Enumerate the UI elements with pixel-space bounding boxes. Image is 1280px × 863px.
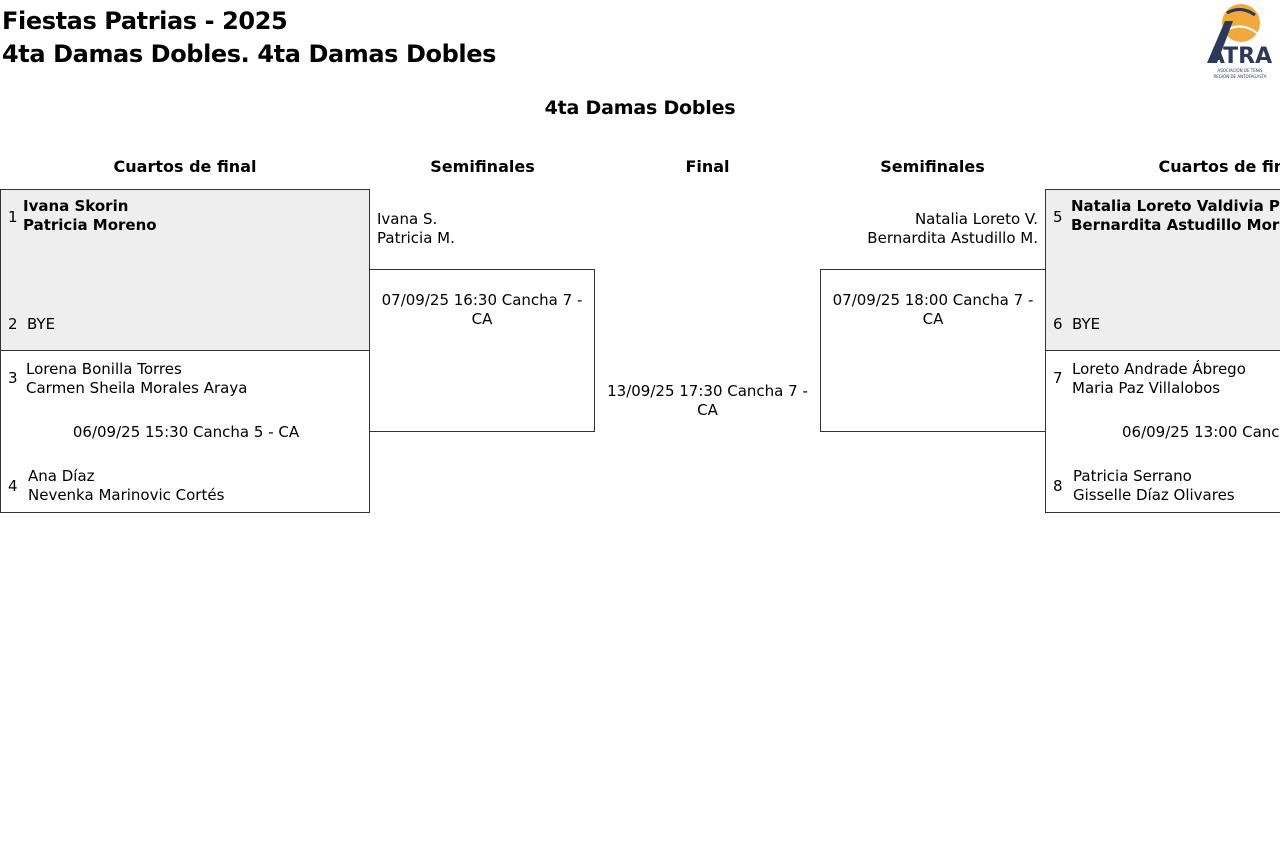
atra-logo: ATRA ASOCIACIÓN DE TENIS REGIÓN DE ANTOF… bbox=[1207, 4, 1272, 79]
round-header-right-sf: Semifinales bbox=[880, 157, 985, 176]
player-name: Patricia M. bbox=[377, 229, 455, 247]
player-name: Ivana Skorin bbox=[23, 197, 129, 215]
seed-number: 1 bbox=[8, 208, 18, 226]
seed-number: 7 bbox=[1053, 369, 1063, 387]
match-right-sf[interactable]: 07/09/25 18:00 Cancha 7 - CA bbox=[820, 269, 1046, 432]
seed-number: 6 bbox=[1053, 315, 1063, 333]
bracket-title: 4ta Damas Dobles bbox=[544, 97, 736, 119]
seed-number: 3 bbox=[8, 369, 18, 387]
round-header-final: Final bbox=[685, 157, 730, 176]
round-header-right-qf: Cuartos de final bbox=[1158, 157, 1280, 176]
player-name: Natalia Loreto Valdivia Pomo bbox=[1071, 197, 1280, 215]
player-name: Lorena Bonilla Torres bbox=[26, 360, 182, 378]
team-7: Loreto Andrade Ábrego Maria Paz Villalob… bbox=[1072, 360, 1246, 398]
seed-number: 4 bbox=[8, 477, 18, 495]
match-right-qf1[interactable]: 5 Natalia Loreto Valdivia Pomo Bernardit… bbox=[1045, 189, 1280, 351]
player-name: Loreto Andrade Ábrego bbox=[1072, 360, 1246, 378]
match-left-sf[interactable]: 07/09/25 16:30 Cancha 7 - CA bbox=[369, 269, 595, 432]
tournament-title: Fiestas Patrias - 2025 bbox=[2, 7, 288, 35]
round-header-left-qf: Cuartos de final bbox=[113, 157, 257, 176]
svg-text:ASOCIACIÓN DE TENIS: ASOCIACIÓN DE TENIS bbox=[1217, 68, 1262, 73]
left-sf-team: Ivana S. Patricia M. bbox=[377, 210, 455, 248]
player-name: Bernardita Astudillo Morales bbox=[1071, 216, 1280, 234]
player-name: Ana Díaz bbox=[28, 467, 95, 485]
player-name: Patricia Moreno bbox=[23, 216, 157, 234]
match-schedule: 07/09/25 18:00 Cancha 7 - CA bbox=[832, 291, 1034, 328]
match-schedule: 06/09/25 15:30 Cancha 5 - CA bbox=[72, 423, 300, 441]
player-name: Nevenka Marinovic Cortés bbox=[28, 486, 225, 504]
category-title: 4ta Damas Dobles. 4ta Damas Dobles bbox=[2, 40, 496, 68]
player-name: Bernardita Astudillo M. bbox=[867, 229, 1038, 247]
team-1: Ivana Skorin Patricia Moreno bbox=[23, 197, 157, 235]
seed-number: 2 bbox=[8, 315, 18, 333]
player-name: Ivana S. bbox=[377, 210, 438, 228]
player-name: Gisselle Díaz Olivares bbox=[1073, 486, 1235, 504]
match-left-qf1[interactable]: 1 Ivana Skorin Patricia Moreno 2 BYE bbox=[0, 189, 370, 351]
team-8: Patricia Serrano Gisselle Díaz Olivares bbox=[1073, 467, 1235, 505]
match-schedule: 06/09/25 13:00 Cancha bbox=[1122, 423, 1280, 441]
round-header-left-sf: Semifinales bbox=[430, 157, 535, 176]
player-name: Maria Paz Villalobos bbox=[1072, 379, 1221, 397]
match-right-qf2[interactable]: 7 Loreto Andrade Ábrego Maria Paz Villal… bbox=[1045, 350, 1280, 513]
team-6-bye: BYE bbox=[1072, 315, 1101, 333]
team-5: Natalia Loreto Valdivia Pomo Bernardita … bbox=[1071, 197, 1280, 235]
final-schedule: 13/09/25 17:30 Cancha 7 - CA bbox=[607, 382, 808, 419]
team-2-bye: BYE bbox=[27, 315, 56, 333]
logo-text: ATRA bbox=[1208, 44, 1272, 69]
team-3: Lorena Bonilla Torres Carmen Sheila Mora… bbox=[26, 360, 247, 398]
player-name: Natalia Loreto V. bbox=[914, 210, 1038, 228]
svg-text:REGIÓN DE ANTOFAGASTA: REGIÓN DE ANTOFAGASTA bbox=[1213, 74, 1266, 79]
right-sf-team: Natalia Loreto V. Bernardita Astudillo M… bbox=[820, 210, 1038, 248]
player-name: Patricia Serrano bbox=[1073, 467, 1192, 485]
match-left-qf2[interactable]: 3 Lorena Bonilla Torres Carmen Sheila Mo… bbox=[0, 350, 370, 513]
team-4: Ana Díaz Nevenka Marinovic Cortés bbox=[28, 467, 224, 505]
seed-number: 5 bbox=[1053, 208, 1063, 226]
seed-number: 8 bbox=[1053, 477, 1063, 495]
player-name: Carmen Sheila Morales Araya bbox=[26, 379, 248, 397]
match-schedule: 07/09/25 16:30 Cancha 7 - CA bbox=[381, 291, 583, 328]
